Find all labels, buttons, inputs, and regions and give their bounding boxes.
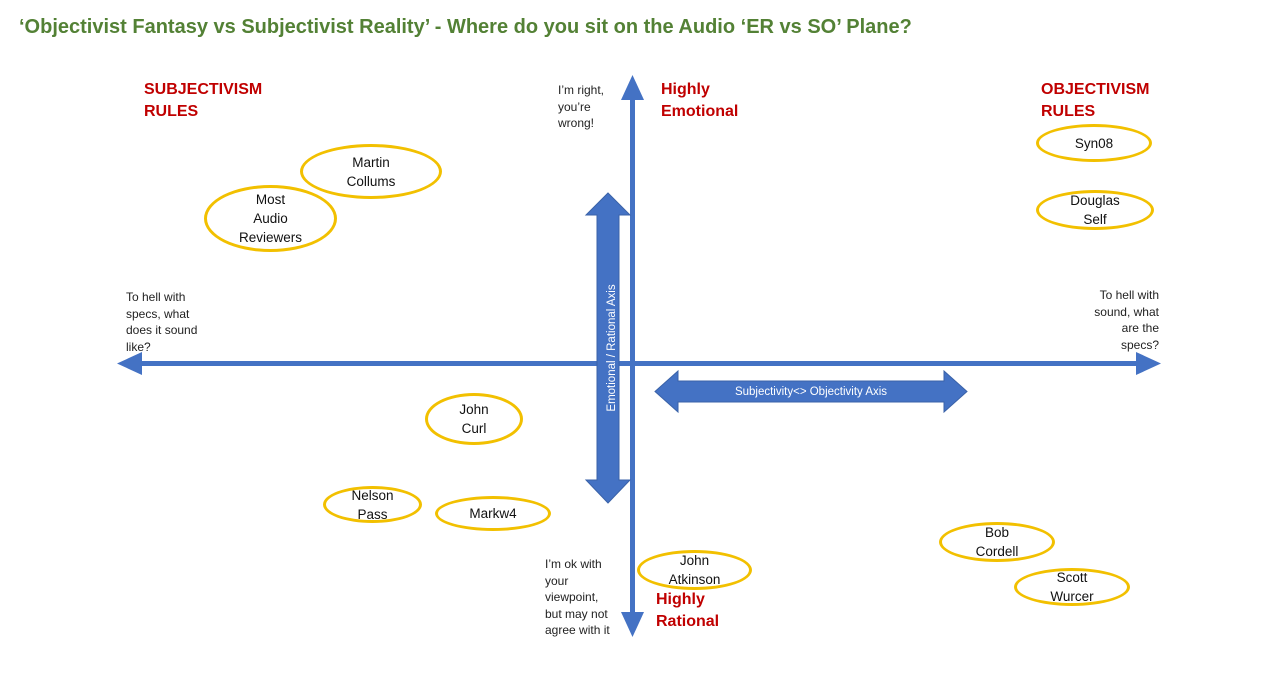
bottom-note: I’m ok with your viewpoint, but may not … — [545, 557, 610, 637]
ellipse-bob-cordell: Bob Cordell — [939, 522, 1055, 562]
ellipse-nelson-pass: Nelson Pass — [323, 486, 422, 523]
ellipse-syn08: Syn08 — [1036, 124, 1152, 162]
right-note: To hell with sound, what are the specs? — [1094, 288, 1159, 352]
ellipse-john-atkinson: John Atkinson — [637, 550, 752, 590]
highly-emotional-label: Highly Emotional — [661, 81, 739, 120]
up-arrowhead — [621, 75, 644, 100]
emotional-rational-axis-arrow: Emotional / Rational Axis — [584, 192, 632, 504]
page-title: ‘Objectivist Fantasy vs Subjectivist Rea… — [19, 16, 912, 38]
ellipse-most-audio-reviewers: Most Audio Reviewers — [204, 185, 337, 252]
down-arrowhead — [621, 612, 644, 637]
ellipse-douglas-self: Douglas Self — [1036, 190, 1154, 230]
right-arrowhead — [1136, 352, 1161, 375]
subjectivity-objectivity-axis-arrow: Subjectivity<> Objectivity Axis — [654, 369, 968, 414]
vertical-axis-label: Emotional / Rational Axis — [606, 284, 618, 411]
subjectivism-rules-label: SUBJECTIVISM RULES — [144, 81, 263, 120]
ellipse-markw4: Markw4 — [435, 496, 551, 531]
objectivism-rules-label: OBJECTIVISM RULES — [1041, 81, 1150, 120]
horizontal-axis-label: Subjectivity<> Objectivity Axis — [735, 386, 887, 398]
highly-rational-label: Highly Rational — [656, 591, 720, 630]
left-note: To hell with specs, what does it sound l… — [126, 290, 198, 354]
ellipse-martin-collums: Martin Collums — [300, 144, 442, 199]
top-note: I’m right, you’re wrong! — [558, 83, 605, 130]
ellipse-john-curl: John Curl — [425, 393, 523, 445]
ellipse-scott-wurcer: Scott Wurcer — [1014, 568, 1130, 606]
horizontal-main-axis — [117, 352, 1161, 375]
vertical-main-axis — [621, 75, 644, 637]
left-arrowhead — [117, 352, 142, 375]
